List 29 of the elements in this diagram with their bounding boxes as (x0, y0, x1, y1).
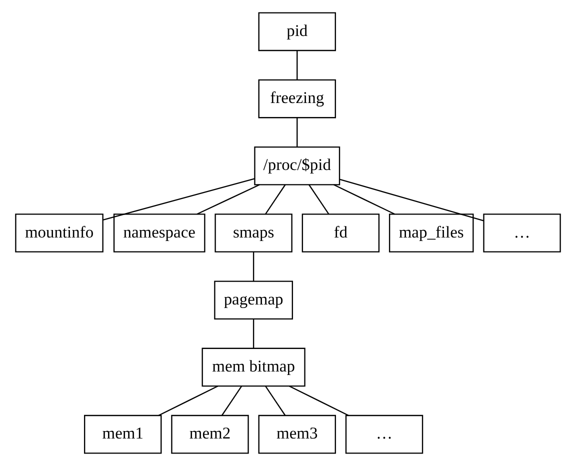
node-box: map_files (388, 214, 474, 252)
node-box: mem2 (170, 414, 248, 454)
node-box: … (482, 214, 560, 252)
node-box: mem bitmap (201, 348, 305, 387)
connector (339, 178, 484, 222)
node-box: smaps (214, 214, 292, 252)
node-box: … (344, 414, 423, 454)
node-box: mountinfo (14, 214, 103, 252)
connector (252, 319, 254, 348)
node-box: mem3 (258, 414, 336, 454)
node-box: /proc/$pid (254, 146, 340, 186)
connector (252, 252, 254, 282)
connector (333, 184, 394, 215)
node-box: fd (301, 214, 380, 252)
connector (102, 178, 254, 220)
node-box: freezing (258, 79, 336, 118)
connector (158, 386, 218, 416)
node-box: namespace (112, 214, 205, 252)
connector (220, 386, 242, 416)
connector (296, 50, 298, 80)
connector (264, 386, 286, 416)
node-box: mem1 (84, 414, 162, 454)
connector (288, 386, 348, 416)
connector (308, 184, 329, 214)
node-box: pagemap (214, 280, 292, 320)
node-box: pid (258, 12, 336, 52)
connector (264, 184, 286, 214)
connector (296, 118, 298, 148)
connector (196, 184, 260, 215)
